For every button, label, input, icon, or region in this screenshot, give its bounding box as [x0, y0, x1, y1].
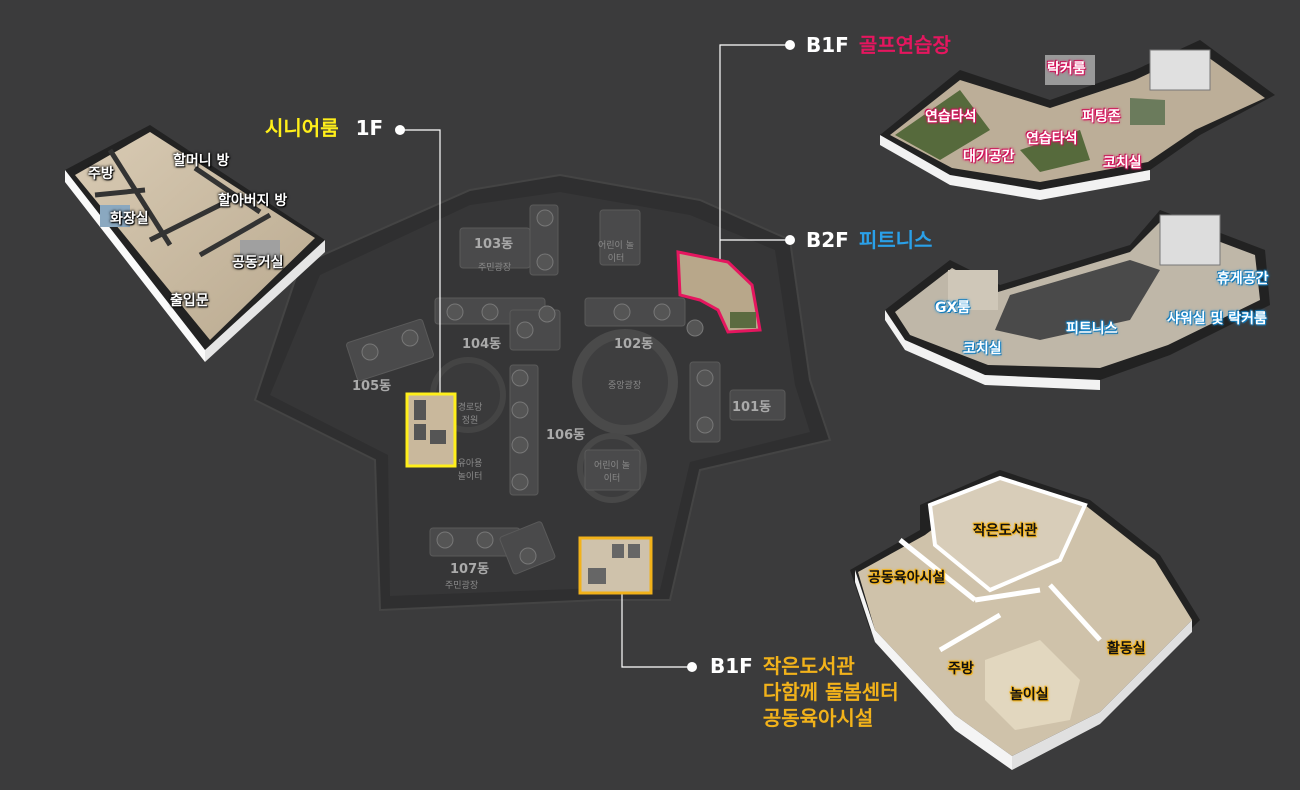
senior-room-render	[65, 125, 325, 362]
golf-name: 골프연습장	[858, 33, 951, 57]
place-residents-plaza: 주민광장	[478, 263, 512, 273]
golf-locker-label: 락커룸	[1047, 61, 1086, 77]
library-floor: B1F	[710, 654, 753, 678]
senior-restroom-label: 화장실	[110, 211, 149, 227]
place-kids-playground: 어린이 놀이터	[598, 241, 634, 264]
fitness-floor: B2F	[806, 228, 849, 252]
fitness-name: 피트니스	[858, 228, 933, 252]
fitness-render	[885, 210, 1270, 390]
fitness-lounge-label: 휴게공간	[1217, 271, 1269, 287]
golf-tee-box-label-1: 연습타석	[925, 109, 977, 125]
golf-putting-zone-label: 퍼팅존	[1082, 109, 1121, 125]
golf-floor: B1F	[806, 33, 849, 57]
library-name-3: 공동육아시설	[762, 706, 874, 730]
golf-tee-box-label-2: 연습타석	[1026, 131, 1078, 147]
library-name-1: 작은도서관	[762, 654, 855, 678]
library-callout: B1F 작은도서관 다함께 돌봄센터 공동육아시설	[710, 653, 899, 731]
library-small-library-label: 작은도서관	[973, 523, 1038, 539]
fitness-shower-locker-label: 샤워실 및 락커룸	[1167, 311, 1267, 327]
golf-callout: B1F 골프연습장	[806, 32, 951, 58]
senior-grandpa-room-label: 할아버지 방	[218, 193, 288, 209]
library-kitchen-label: 주방	[948, 661, 974, 677]
fitness-gym-label: 피트니스	[1066, 321, 1118, 337]
library-activity-room-label: 활동실	[1107, 641, 1146, 657]
senior-grandma-room-label: 할머니 방	[173, 153, 230, 169]
building-102: 102동	[614, 337, 654, 352]
building-106: 106동	[546, 428, 586, 443]
building-103: 103동	[474, 237, 514, 252]
building-101: 101동	[732, 400, 772, 415]
library-playroom-label: 놀이실	[1010, 687, 1049, 703]
senior-room-callout: 시니어룸 1F	[265, 115, 393, 141]
place-senior-garden: 경로당 정원	[457, 403, 483, 426]
golf-waiting-area-label: 대기공간	[963, 149, 1015, 165]
place-toddler-playground: 유아용 놀이터	[457, 459, 483, 482]
place-residents-plaza-2: 주민광장	[445, 581, 479, 591]
senior-leader	[400, 129, 441, 410]
building-107: 107동	[450, 562, 490, 577]
senior-room-floor: 1F	[355, 116, 384, 140]
golf-render	[880, 40, 1275, 200]
fitness-callout: B2F 피트니스	[806, 227, 932, 253]
fitness-coach-room-label: 코치실	[963, 341, 1002, 357]
senior-room-name: 시니어룸	[265, 116, 339, 140]
building-105: 105동	[352, 379, 392, 394]
golf-leader	[719, 44, 790, 283]
library-leader	[621, 565, 692, 668]
fitness-gx-room-label: GX룸	[935, 300, 971, 316]
library-render	[850, 470, 1200, 770]
place-kids-playground-2: 어린이 놀이터	[594, 461, 630, 484]
senior-kitchen-label: 주방	[88, 166, 114, 182]
library-name-2: 다함께 돌봄센터	[762, 680, 899, 704]
place-central-plaza: 중앙광장	[608, 381, 642, 391]
senior-entrance-label: 출입문	[170, 293, 209, 309]
golf-coach-room-label: 코치실	[1103, 155, 1142, 171]
building-104: 104동	[462, 337, 502, 352]
library-childcare-label: 공동육아시설	[868, 570, 946, 586]
senior-living-room-label: 공동거실	[232, 255, 284, 271]
